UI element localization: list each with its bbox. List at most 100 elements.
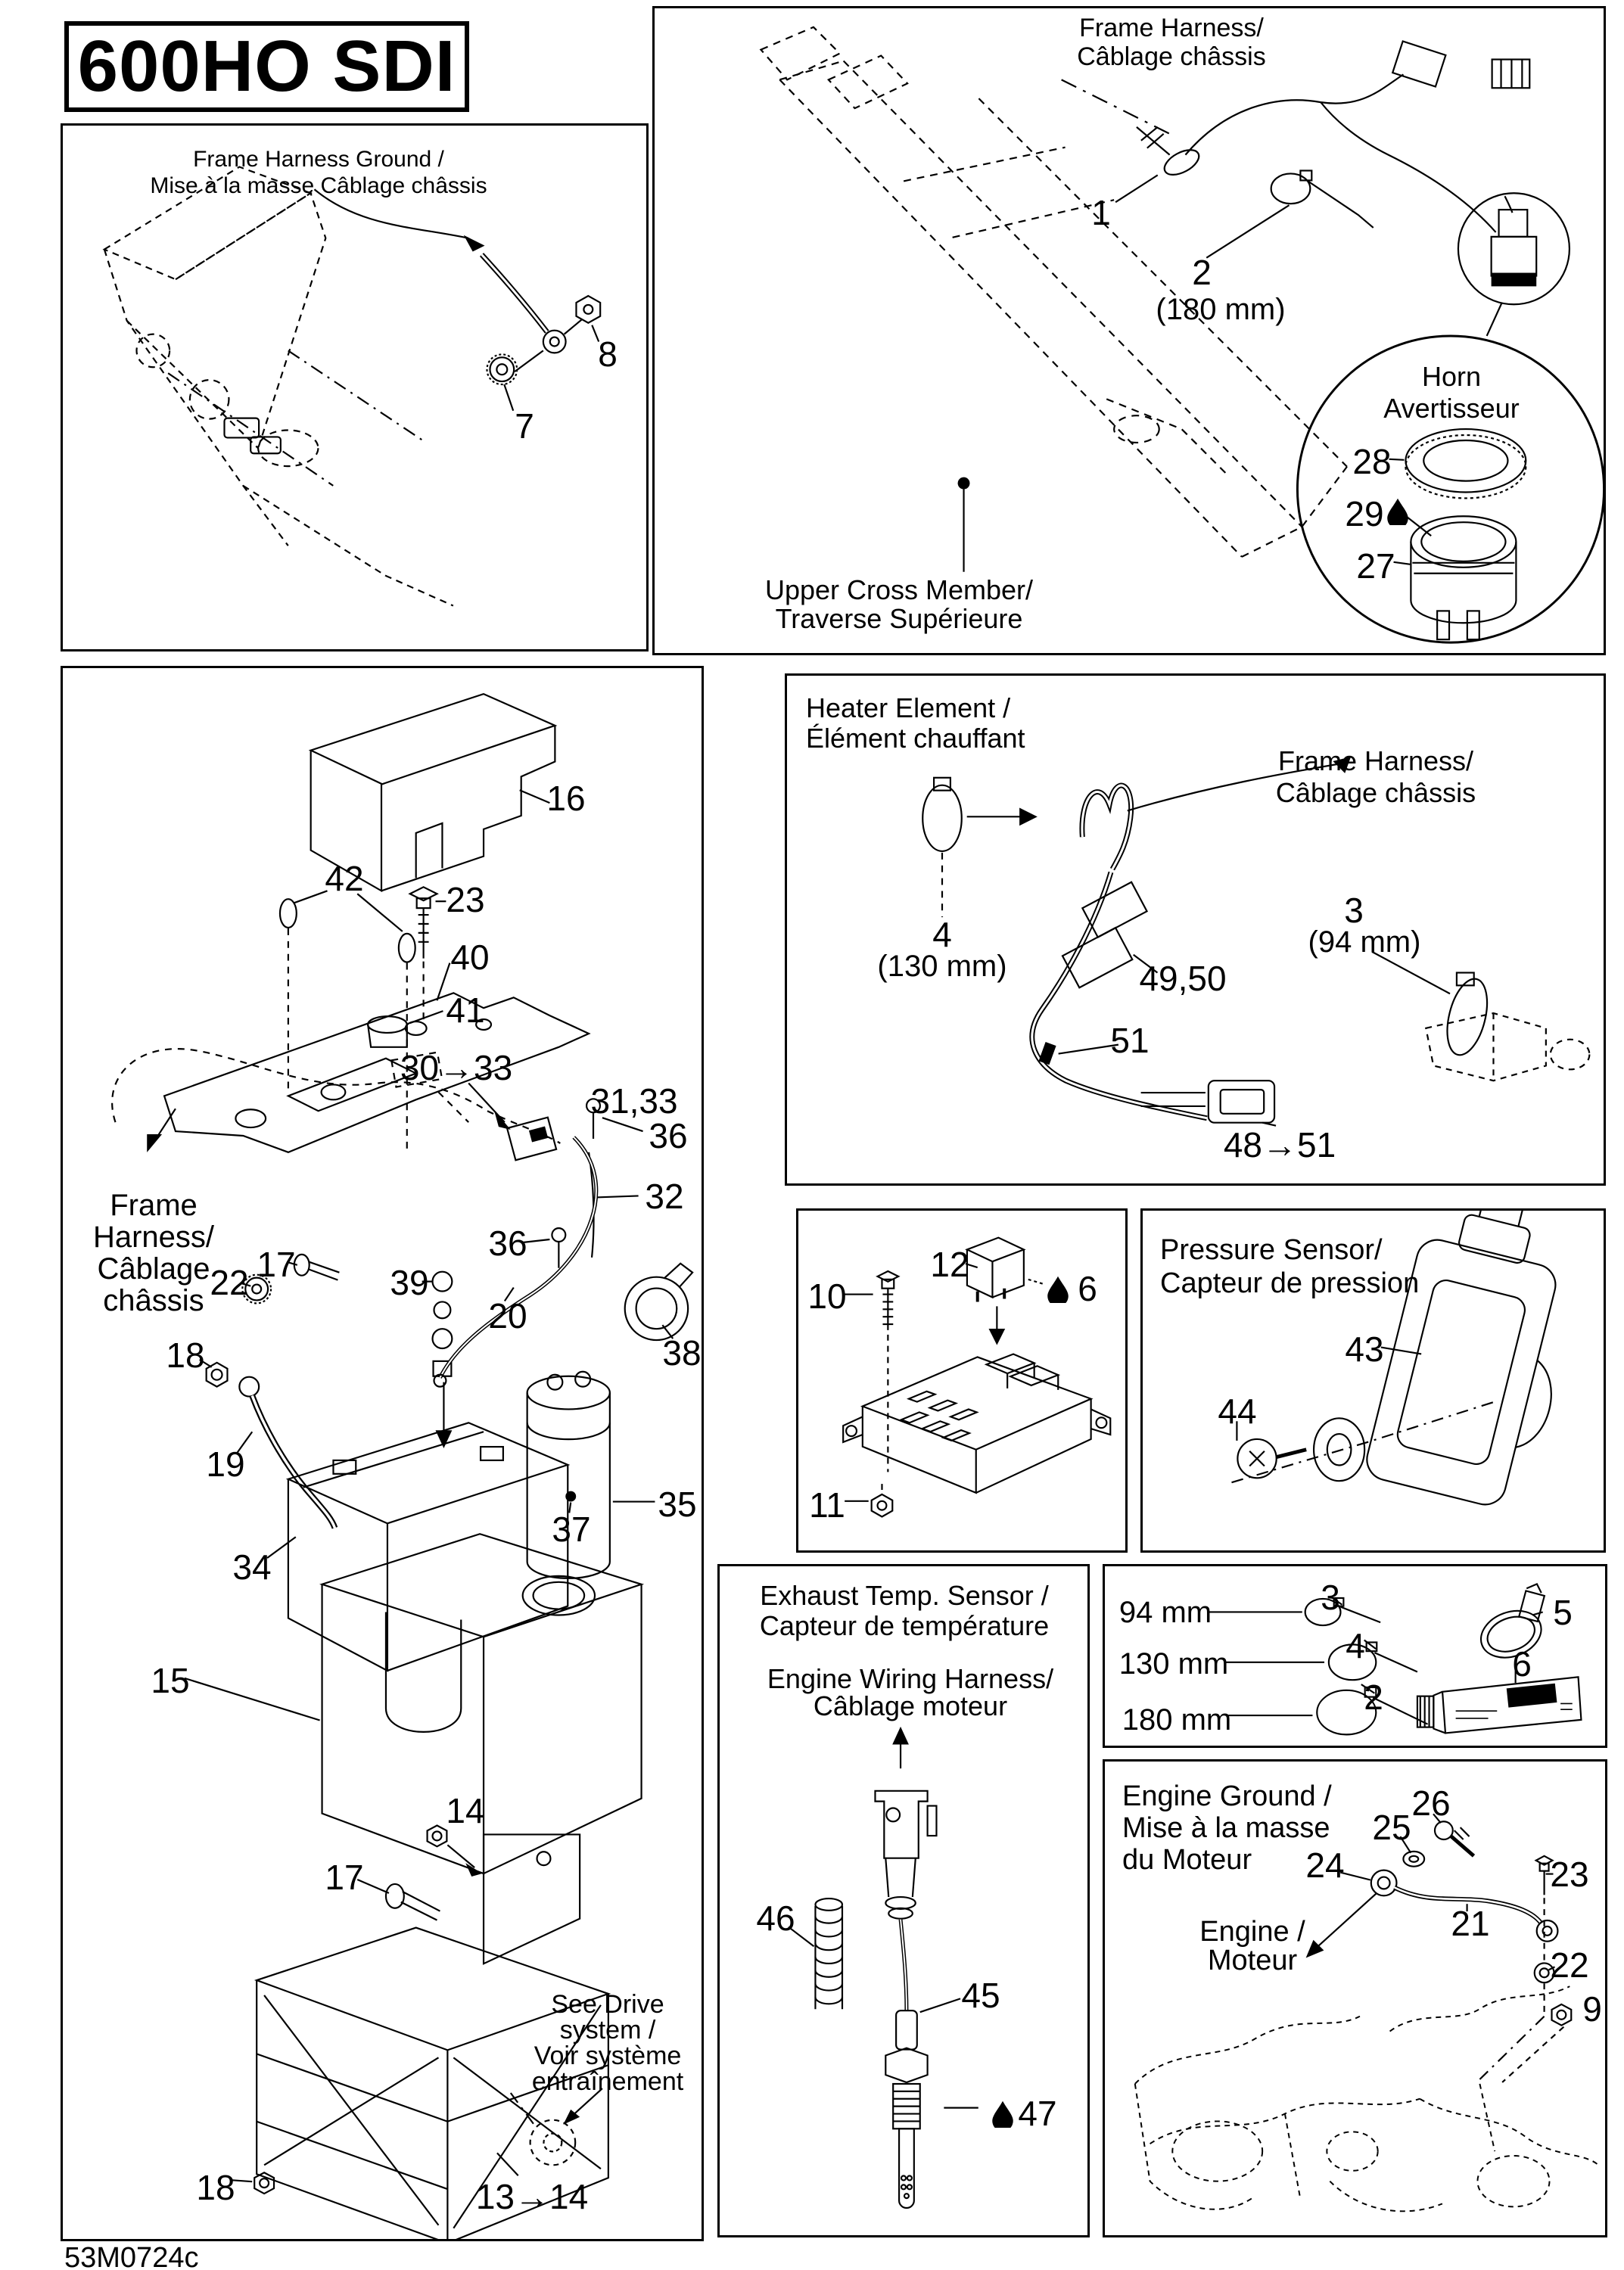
heater-header-line1: Heater Element / (806, 692, 1011, 723)
part-number-17a: 17 (257, 1245, 296, 1284)
panel-frame-harness-ground: Frame Harness Ground / Mise à la masse C… (61, 123, 649, 651)
part-number-3: 3 (1344, 891, 1364, 930)
part-number-5: 5 (1553, 1593, 1573, 1632)
horn-label-en: Horn (1421, 361, 1482, 392)
part-number-40: 40 (450, 938, 490, 977)
see-drive-line2: system / (559, 2016, 656, 2045)
frame-harness-drawing (759, 26, 1604, 644)
part-number-42: 42 (325, 859, 364, 898)
part-number-43: 43 (1345, 1329, 1384, 1369)
model-title: 600HO SDI (77, 26, 456, 107)
frame-ground-header-line1: Frame Harness Ground / (193, 147, 444, 172)
part-number-4: 4 (932, 915, 952, 954)
part-number-19: 19 (206, 1444, 245, 1484)
part-number-2: 2 (1192, 253, 1212, 292)
part-number-27: 27 (1356, 546, 1395, 586)
engine-ground-header-line2: Mise à la masse (1122, 1812, 1330, 1844)
part-number-18b: 18 (196, 2168, 235, 2207)
part-number-30-33: 30→33 (400, 1048, 513, 1087)
document-code: 53M0724c (64, 2242, 199, 2270)
panel-engine-ground: Engine Ground / Mise à la masse du Moteu… (1103, 1759, 1607, 2237)
see-drive-line3: Voir système (534, 2041, 682, 2070)
part-3-length: (94 mm) (1308, 925, 1421, 959)
part-number-51: 51 (1110, 1021, 1150, 1060)
part-number-36a: 36 (649, 1116, 688, 1155)
part-number-28: 28 (1352, 442, 1392, 481)
part-number-31-33: 31,33 (590, 1081, 678, 1121)
part-number-6: 6 (1078, 1269, 1097, 1308)
panel-frame-harness-horn: Frame Harness/ Câblage châssis 1 2 (180 … (652, 6, 1606, 655)
heater-drawing (922, 757, 1591, 1127)
exhaust-header-line2: Capteur de température (759, 1610, 1050, 1641)
engine-ground-drawing (1134, 1813, 1601, 2212)
tie-length-130mm: 130 mm (1118, 1647, 1229, 1681)
lubricant-drop-icon (992, 2101, 1013, 2128)
part-number-35: 35 (658, 1485, 697, 1524)
engine-wiring-harness-line2: Câblage moteur (813, 1690, 1008, 1721)
panel-heater-element: Heater Element / Élément chauffant Frame… (785, 673, 1606, 1186)
part-number-39: 39 (390, 1263, 429, 1302)
panel-battery-electrical: 16 42 23 40 41 30→33 31,33 36 32 36 Fram… (61, 666, 704, 2241)
part-number-22-ground: 22 (1550, 1945, 1589, 1985)
heater-frame-harness-line1: Frame Harness/ (1277, 745, 1474, 776)
lubricant-drop-icon (1387, 498, 1408, 525)
engine-ground-header-line1: Engine Ground / (1122, 1780, 1332, 1812)
fusebox-drawing (842, 1236, 1112, 1518)
part-number-7: 7 (515, 406, 534, 446)
pressure-drawing (1231, 1211, 1557, 1506)
part-number-2-tie: 2 (1364, 1678, 1383, 1717)
part-number-34: 34 (232, 1547, 272, 1587)
part-number-3-tie: 3 (1321, 1578, 1340, 1617)
part-number-25: 25 (1372, 1808, 1411, 1847)
exhaust-drawing (788, 1726, 978, 2209)
battery-drawing (111, 692, 694, 2239)
part-number-44: 44 (1218, 1392, 1257, 1431)
part-number-29: 29 (1345, 494, 1384, 533)
see-drive-line4: entraînement (531, 2067, 684, 2096)
panel-pressure-sensor: Pressure Sensor/ Capteur de pression 43 … (1140, 1208, 1606, 1553)
pressure-header-line2: Capteur de pression (1160, 1267, 1420, 1299)
battery-frame-harness-line1: Frame (110, 1189, 198, 1222)
see-drive-line1: See Drive (551, 1990, 664, 2019)
panel-exhaust-temp-sensor: Exhaust Temp. Sensor / Capteur de tempér… (717, 1564, 1090, 2237)
ties-drawing (1209, 1583, 1582, 1736)
part-number-48-51: 48→51 (1223, 1125, 1336, 1165)
part-number-38: 38 (662, 1333, 702, 1373)
frame-ground-header-line2: Mise à la masse Câblage châssis (150, 173, 487, 198)
part-number-41: 41 (446, 990, 485, 1030)
frame-harness-header-line1: Frame Harness/ (1079, 14, 1264, 42)
part-number-15: 15 (151, 1661, 190, 1700)
tie-length-180mm: 180 mm (1122, 1703, 1232, 1737)
part-number-17b: 17 (325, 1858, 364, 1897)
cross-member-label-fr: Traverse Supérieure (775, 603, 1023, 634)
engine-label-fr: Moteur (1207, 1945, 1298, 1976)
frame-harness-header-line2: Câblage châssis (1077, 42, 1266, 71)
engine-ground-header-line3: du Moteur (1122, 1844, 1252, 1876)
engine-wiring-harness-line1: Engine Wiring Harness/ (767, 1663, 1054, 1694)
part-number-37: 37 (552, 1510, 591, 1549)
part-number-20: 20 (488, 1296, 527, 1336)
battery-frame-harness-line2: Harness/ (92, 1221, 215, 1254)
part-number-11: 11 (809, 1485, 845, 1525)
part-number-14: 14 (446, 1791, 485, 1830)
frame-ground-drawing (102, 166, 602, 607)
part-number-45: 45 (961, 1976, 1000, 2015)
part-number-32: 32 (645, 1177, 684, 1216)
part-number-10: 10 (807, 1276, 847, 1316)
heater-frame-harness-line2: Câblage châssis (1275, 777, 1476, 808)
part-number-47: 47 (1018, 2094, 1057, 2133)
part-number-12: 12 (930, 1245, 969, 1284)
part-number-21: 21 (1451, 1904, 1490, 1943)
part-number-8: 8 (598, 334, 618, 374)
part-2-length: (180 mm) (1156, 293, 1286, 326)
part-number-46: 46 (756, 1898, 795, 1938)
part-number-49-50: 49,50 (1139, 959, 1227, 998)
exhaust-header-line1: Exhaust Temp. Sensor / (760, 1580, 1049, 1611)
part-number-36b: 36 (488, 1224, 527, 1263)
part-number-4-tie: 4 (1346, 1626, 1365, 1665)
part-4-length: (130 mm) (877, 950, 1007, 983)
pressure-header-line1: Pressure Sensor/ (1160, 1234, 1383, 1266)
lubricant-drop-icon (1047, 1276, 1069, 1303)
part-number-6-tube: 6 (1512, 1644, 1532, 1684)
